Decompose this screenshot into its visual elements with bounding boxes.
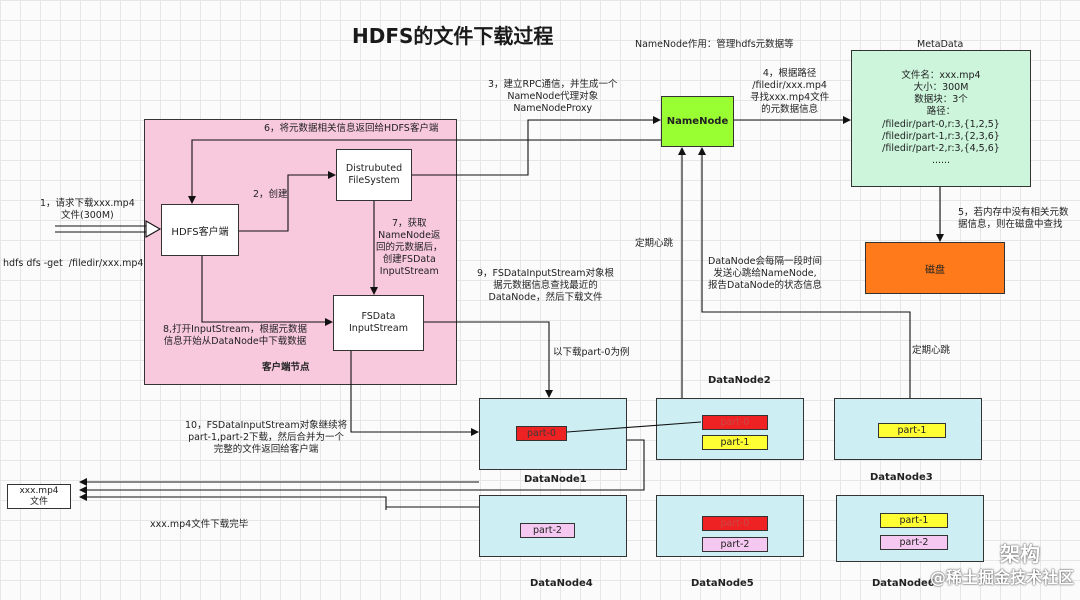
step5-label: 5，若内存中没有相关元数 据信息，则在磁盘中查找 — [958, 207, 1069, 230]
step2-label: 2，创建 — [253, 189, 288, 200]
disk-box: 磁盘 — [865, 242, 1005, 294]
heartbeat-left-label: 定期心跳 — [635, 238, 674, 249]
download-done-label: xxx.mp4文件下载完毕 — [150, 519, 249, 530]
datanode5-label: DataNode5 — [691, 578, 754, 589]
fsdata-inputstream-box: FSData InputStream — [333, 295, 424, 351]
step4-label: 4，根据路径 /filedir/xxx.mp4 寻找xxx.mp4文件 的元数据… — [750, 68, 830, 115]
watermark-community-text: @稀土掘金技术社区 — [930, 568, 1075, 587]
metadata-line: 文件名：xxx.mp4 — [901, 70, 981, 82]
datanode1-label: DataNode1 — [524, 474, 587, 485]
datanode6-part-2: part-2 — [880, 535, 948, 550]
datanode4-label: DataNode4 — [530, 578, 593, 589]
step9-arrow — [424, 321, 553, 398]
datanode2-part-0: part-0 — [702, 415, 768, 430]
datanode1-part-0: part-0 — [516, 426, 567, 441]
watermark-logo-text: 架构 — [1000, 542, 1040, 566]
datanode6-label: DataNode6 — [872, 578, 935, 589]
part0-link-line — [566, 421, 702, 433]
metadata-line: /filedir/part-0,r:3,{1,2,5} — [882, 118, 1000, 130]
metadata-line: /filedir/part-1,r:3,{2,3,6} — [882, 130, 1000, 142]
step7-label: 7，获取 NameNode返 回的元数据后， 创建FSData InputStr… — [376, 218, 443, 277]
metadata-header: MetaData — [917, 39, 964, 50]
step6-arrow — [188, 139, 661, 204]
command-text: hdfs dfs -get /filedir/xxx.mp4 — [3, 258, 144, 269]
metadata-line: 大小：300M — [913, 82, 969, 94]
datanode4-part-2: part-2 — [520, 523, 575, 538]
datanode6-part-1: part-1 — [880, 513, 948, 528]
step3-label: 3，建立RPC通信，并生成一个 NameNode代理对象 NameNodePro… — [488, 79, 618, 114]
output-file-box: xxx.mp4 文件 — [7, 484, 71, 509]
datanode2-label: DataNode2 — [708, 375, 771, 386]
request-arrowhead — [145, 220, 162, 238]
diagram-title: HDFS的文件下载过程 — [352, 24, 554, 48]
metadata-line: ...... — [931, 154, 951, 166]
namenode-box: NameNode — [661, 96, 734, 147]
step8-arrow — [201, 256, 333, 326]
step2-arrow — [239, 171, 336, 232]
metadata-line: 路径： — [926, 106, 956, 118]
heartbeat-dn3-arrow — [698, 147, 911, 398]
step6-label: 6，将元数据相关信息返回给HDFS客户端 — [264, 123, 439, 134]
step8-label: 8,打开InputStream，根据元数据 信息开始从DataNode中下载数据 — [163, 324, 308, 347]
datanode5-part-2: part-2 — [702, 537, 768, 552]
hdfs-client-box: HDFS客户端 — [161, 204, 239, 256]
heartbeat-note: DataNode会每隔一段时间 发送心跳给NameNode, 报告DataNod… — [708, 256, 822, 291]
step1-label: 1，请求下载xxx.mp4 文件(300M) — [40, 198, 135, 221]
metadata-line: /filedir/part-2,r:3,{4,5,6} — [882, 142, 1000, 154]
datanode3-part-1: part-1 — [878, 423, 946, 438]
heartbeat-right-label: 定期心跳 — [912, 345, 951, 356]
distributed-filesystem-box: Distrubuted FileSystem — [336, 149, 412, 201]
datanode5-part-0: part-0 — [702, 516, 768, 531]
datanode2-part-1: part-1 — [702, 435, 768, 450]
step10-label: 10，FSDataInputStream对象继续将 part-1,part-2下… — [185, 420, 348, 455]
step3-arrow — [412, 116, 661, 176]
return-line-3 — [79, 493, 387, 510]
client-area-label: 客户端节点 — [262, 362, 310, 373]
namenode-role-note: NameNode作用：管理hdfs元数据等 — [635, 39, 794, 50]
step9-label: 9，FSDataInputStream对象根 据元数据信息查找最近的 DataN… — [477, 268, 615, 303]
metadata-line: 数据块：3个 — [914, 94, 968, 106]
datanode6-box — [836, 495, 984, 562]
example-note: 以下载part-0为例 — [553, 347, 630, 358]
return-line-2 — [79, 439, 645, 494]
request-arrow — [55, 225, 146, 233]
step10-arrow — [350, 351, 479, 436]
datanode3-label: DataNode3 — [870, 472, 933, 483]
